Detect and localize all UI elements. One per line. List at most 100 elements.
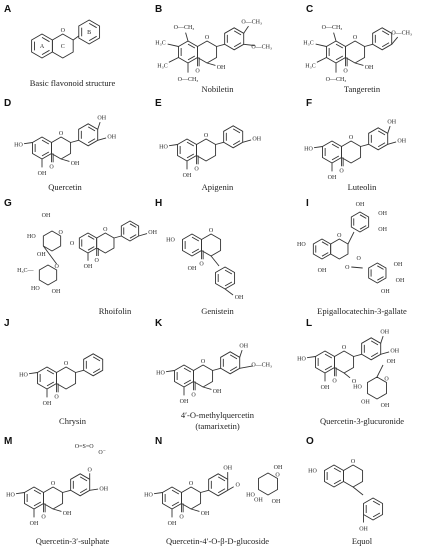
substituent-bond [97, 121, 101, 130]
aromatic-double-bond [46, 381, 55, 387]
b-ring-link [216, 43, 225, 47]
c-ring [334, 350, 355, 374]
substituent-label: HO [166, 238, 175, 244]
substituent-bond [242, 139, 252, 143]
substituent-label: H₃C [155, 41, 165, 47]
substituent-label: OH [361, 400, 370, 406]
substituent-label: HO [14, 143, 23, 149]
b-ring [78, 123, 99, 147]
panel-letter-k: K [155, 318, 163, 329]
substituent-bond [89, 488, 99, 491]
panel-letter-i: I [306, 198, 309, 209]
b-ring [83, 353, 104, 377]
aromatic-double-bond [232, 128, 241, 134]
substituent-label: H₃C [303, 41, 313, 47]
substituent-label: OH [84, 264, 93, 270]
substituent-bond [190, 508, 200, 512]
substituent-label: OH [217, 65, 226, 71]
aromatic-double-bond [187, 55, 196, 61]
caption-egcg: Epigallocatechin-3-gallate [317, 306, 407, 316]
aromatic-double-bond [187, 43, 196, 49]
panel-letter-b: B [155, 4, 163, 15]
substituent-label: OH [37, 252, 46, 258]
substituent-label: OH [148, 230, 157, 236]
aromatic-double-bond [92, 368, 101, 374]
substituent-bond [380, 335, 384, 344]
ring-oxygen: O [59, 131, 64, 137]
c-ring [181, 486, 202, 510]
aromatic-double-bond [41, 49, 50, 56]
b-ring-link [75, 369, 84, 373]
substituent-label: HO [246, 493, 255, 499]
substituent-label: OH [235, 295, 244, 301]
caption-tamarixetin-alt: (tamarixetin) [195, 421, 240, 431]
substituent-label: OH [397, 138, 406, 144]
aromatic-double-bond [217, 476, 226, 482]
aromatic-double-bond [171, 501, 180, 507]
aromatic-double-bond [333, 467, 342, 473]
c-ring [193, 364, 214, 388]
sulphate-group: O⁻ [98, 450, 106, 456]
b-ring-link [210, 255, 220, 267]
substituent-label: O [352, 379, 357, 385]
aromatic-double-bond [191, 248, 200, 254]
substituent-bond [202, 386, 212, 390]
substituent-label: OH [387, 119, 396, 125]
b-ring [78, 19, 101, 45]
substituent-label: OH [252, 136, 261, 142]
panel-letter-l: L [306, 318, 313, 329]
substituent-bond [314, 146, 323, 149]
caption-quercetin: Quercetin [48, 182, 82, 192]
substituent-bond [60, 158, 70, 162]
b-ring-link [347, 231, 355, 245]
carbonyl-oxygen: O [332, 378, 337, 384]
ring-oxygen: O [384, 377, 389, 383]
panel-letter-d: D [4, 98, 12, 109]
substituent-label: OH [107, 134, 116, 140]
substituent-bond [315, 43, 327, 47]
ring-label: B [87, 30, 91, 36]
caption-tangeretin: Tangeretin [343, 84, 381, 94]
panel-letter-j: J [4, 318, 10, 329]
substituent-label: OH [274, 465, 283, 471]
aromatic-double-bond [324, 365, 333, 371]
aromatic-double-bond [87, 126, 96, 132]
substituent-label: OH [378, 227, 387, 233]
aromatic-double-bond [232, 140, 241, 146]
ester-bond [351, 266, 363, 269]
substituent-label: OH [387, 359, 396, 365]
substituent-label: OH [359, 527, 368, 533]
substituent-bond [307, 356, 316, 359]
substituent-label: HO [297, 242, 306, 248]
aromatic-double-bond [377, 142, 386, 148]
carbonyl-oxygen: O [179, 514, 184, 520]
carbonyl-oxygen: O [49, 164, 54, 170]
panel-letter-c: C [306, 4, 314, 15]
c-ring [56, 366, 77, 390]
substituent-bond [354, 62, 364, 66]
substituent-bond [206, 62, 216, 66]
substituent-label: O—CH₃ [178, 77, 199, 83]
sulphate-group: O=S=O [75, 444, 94, 450]
b-ring [223, 125, 244, 149]
ring-oxygen: O [201, 359, 206, 365]
ring-oxygen: O [353, 35, 358, 41]
carbonyl-oxygen: O [199, 261, 204, 267]
carbonyl-oxygen: O [191, 392, 196, 398]
ring-oxygen: O [275, 473, 280, 479]
substituent-label: O—CH₃ [326, 77, 347, 83]
substituent-label: OH [201, 511, 210, 517]
aromatic-double-bond [79, 488, 88, 494]
b-ring [372, 27, 393, 51]
b-ring [368, 127, 389, 151]
ring-oxygen: O [51, 481, 56, 487]
substituent-bond [166, 370, 175, 373]
caption-equol: Equol [351, 536, 373, 546]
ring-label: C [61, 44, 65, 50]
c-ring [96, 232, 115, 254]
substituent-label: HO [159, 145, 168, 151]
substituent-label: OH [378, 211, 387, 217]
b-ring-link [113, 235, 122, 239]
c-ring [345, 40, 366, 64]
